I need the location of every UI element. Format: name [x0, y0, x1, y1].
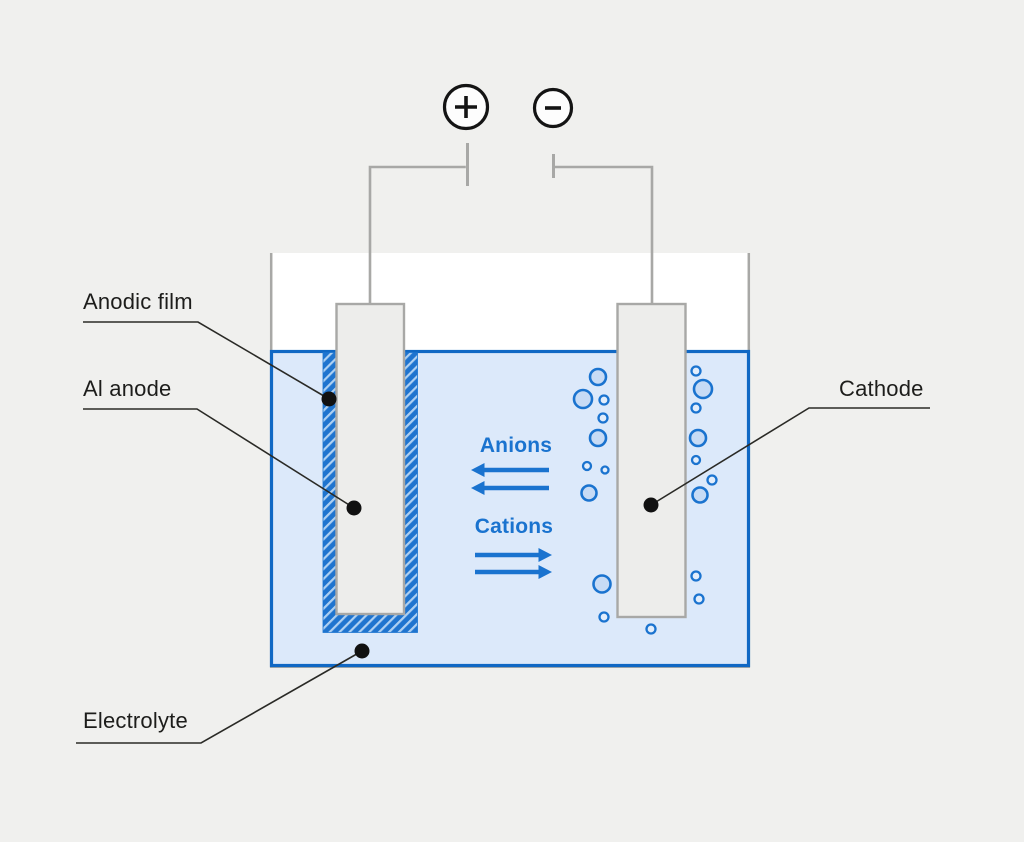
gas-bubble: [581, 460, 593, 472]
bubbles-group: [572, 365, 718, 635]
gas-bubble: [690, 570, 702, 582]
gas-bubble: [597, 412, 609, 424]
gas-bubble: [645, 623, 657, 635]
leader-lines: [76, 321, 930, 744]
cathode-wire: [554, 165, 654, 304]
anode-wire: [368, 165, 466, 304]
gas-bubble: [598, 611, 610, 623]
gas-bubble: [588, 367, 608, 387]
gas-bubble: [690, 454, 702, 466]
gas-bubble: [690, 402, 702, 414]
plus-terminal-icon: [442, 83, 490, 131]
al-anode-leader: [83, 408, 355, 509]
cathode-leader: [650, 407, 930, 506]
gas-bubble: [693, 593, 705, 605]
cathode-dot: [643, 497, 659, 513]
gas-bubble: [600, 465, 610, 475]
leader-dots: [321, 391, 659, 659]
gas-bubble: [580, 484, 598, 502]
gas-bubble: [598, 394, 610, 406]
cation-arrows: [475, 552, 540, 575]
cathode-label: Cathode: [839, 376, 924, 401]
cathode-electrode: [616, 302, 687, 619]
minus-terminal-icon: [532, 87, 574, 129]
gas-bubble: [588, 428, 608, 448]
electrolyte-leader: [76, 650, 363, 744]
anion-arrows: [483, 467, 549, 491]
electrolyte-label: Electrolyte: [83, 708, 188, 733]
al-anode-electrode: [335, 302, 406, 616]
gas-bubble: [572, 388, 594, 410]
anodic-film-leader: [83, 321, 330, 400]
gas-bubble: [592, 574, 612, 594]
gas-bubble: [690, 365, 702, 377]
cation-arrowheads: [538, 548, 552, 579]
al-anode-label: Al anode: [83, 376, 172, 401]
anodic-film-label: Anodic film: [83, 289, 193, 314]
gas-bubble: [692, 378, 714, 400]
electrolyte-dot: [354, 643, 370, 659]
al-anode-dot: [346, 500, 362, 516]
gas-bubble: [691, 486, 709, 504]
cations-label: Cations: [474, 515, 554, 538]
anodic-film-dot: [321, 391, 337, 407]
gas-bubble: [688, 428, 708, 448]
gas-bubble: [706, 474, 718, 486]
anion-arrowheads: [471, 463, 485, 495]
anions-label: Anions: [479, 434, 553, 457]
